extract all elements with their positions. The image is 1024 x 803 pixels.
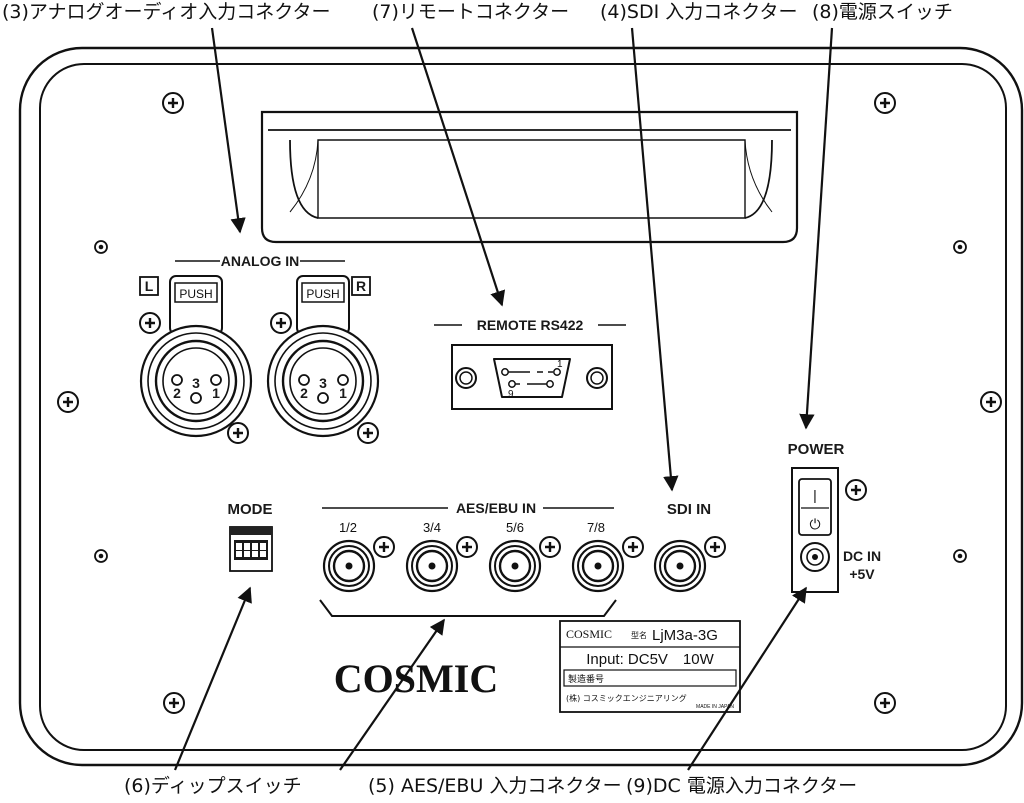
- nameplate-model: LjM3a-3G: [652, 627, 718, 644]
- mount-hole-icon: [953, 549, 967, 563]
- callout-dc-power-input: (9)DC 電源入力コネクター: [626, 775, 858, 797]
- dc-in-label: DC IN: [843, 548, 881, 564]
- screw-icon: [162, 691, 186, 715]
- screw-icon: [873, 691, 897, 715]
- brand-logo: COSMIC: [334, 656, 498, 701]
- power-label: POWER: [788, 441, 845, 458]
- nameplate-made-in: MADE IN JAPAN: [696, 704, 734, 710]
- screw-icon: [538, 535, 562, 559]
- mount-hole-icon: [94, 240, 108, 254]
- callout-remote-connector: (7)リモートコネクター: [372, 1, 570, 23]
- nameplate-brand: COSMIC: [566, 627, 612, 641]
- aes-channel-label: 1/2: [339, 520, 357, 535]
- dsub-pin-label: 1: [557, 359, 563, 370]
- dip-switch: [229, 526, 273, 572]
- power-switch: | ⏻: [791, 467, 839, 593]
- aes-group-bracket: [319, 599, 617, 617]
- aes-channel-label: 5/6: [506, 520, 524, 535]
- carry-handle: [260, 110, 799, 244]
- screw-icon: [979, 390, 1003, 414]
- remote-rs422-label: REMOTE RS422: [477, 317, 584, 333]
- callout-aes-ebu-input: (5) AES/EBU 入力コネクター: [368, 775, 622, 797]
- bnc-connector-sdi: [653, 539, 707, 593]
- leader-lines: [173, 27, 834, 771]
- screw-icon: [455, 535, 479, 559]
- xlr-pin-label: 3: [192, 375, 200, 391]
- xlr-pin-label: 3: [319, 375, 327, 391]
- left-channel-label: L: [145, 278, 154, 294]
- screw-icon: [161, 91, 185, 115]
- screw-icon: [621, 535, 645, 559]
- xlr-pin-label: 1: [339, 385, 347, 401]
- xlr-pin-label: 1: [212, 385, 220, 401]
- callout-sdi-input: (4)SDI 入力コネクター: [600, 1, 798, 23]
- screw-icon: [703, 535, 727, 559]
- push-label: PUSH: [179, 287, 212, 301]
- bnc-connector-aes-5-6: [488, 539, 542, 593]
- aes-channel-label: 3/4: [423, 520, 441, 535]
- callout-dip-switch: (6)ディップスイッチ: [124, 775, 302, 797]
- xlr-pin-label: 2: [300, 385, 308, 401]
- nameplate: COSMIC 型名 LjM3a-3G Input: DC5V 10W 製造番号 …: [559, 620, 741, 713]
- xlr-connector-left: L PUSH 2 3 1: [139, 275, 253, 438]
- xlr-pin-label: 2: [173, 385, 181, 401]
- aes-channel-label: 7/8: [587, 520, 605, 535]
- screw-icon: [873, 91, 897, 115]
- nameplate-model-label: 型名: [631, 630, 647, 640]
- panel-inner: [39, 63, 1007, 751]
- screw-icon: [269, 311, 293, 335]
- mount-hole-icon: [94, 549, 108, 563]
- screw-icon: [138, 311, 162, 335]
- callout-power-switch: (8)電源スイッチ: [812, 1, 953, 23]
- bnc-connector-aes-1-2: [322, 539, 376, 593]
- screw-icon: [844, 478, 868, 502]
- screw-icon: [372, 535, 396, 559]
- analog-in-label: ANALOG IN: [221, 253, 300, 269]
- dc-voltage-label: +5V: [849, 566, 875, 582]
- nameplate-maker: (株) コスミックエンジニアリング: [566, 693, 687, 703]
- switch-on-mark: |: [813, 487, 817, 503]
- sdi-in-label: SDI IN: [667, 501, 711, 518]
- xlr-connector-right: R PUSH 2 3 1: [266, 275, 380, 438]
- aes-ebu-in-label: AES/EBU IN: [456, 500, 536, 516]
- nameplate-serial-label: 製造番号: [568, 673, 604, 685]
- screw-icon: [356, 421, 380, 445]
- bnc-connector-aes-7-8: [571, 539, 625, 593]
- screw-icon: [226, 421, 250, 445]
- right-channel-label: R: [356, 278, 366, 294]
- callout-analog-audio-input: (3)アナログオーディオ入力コネクター: [2, 1, 331, 23]
- mode-label: MODE: [228, 501, 273, 518]
- push-label: PUSH: [306, 287, 339, 301]
- screw-icon: [56, 390, 80, 414]
- nameplate-input: Input: DC5V 10W: [586, 651, 714, 668]
- dsub-pin-label: 9: [508, 389, 514, 400]
- bnc-connector-aes-3-4: [405, 539, 459, 593]
- dc-in-jack: [800, 542, 830, 572]
- standby-icon: ⏻: [809, 517, 820, 533]
- mount-hole-icon: [953, 240, 967, 254]
- dsub-connector: 1 9: [451, 344, 613, 410]
